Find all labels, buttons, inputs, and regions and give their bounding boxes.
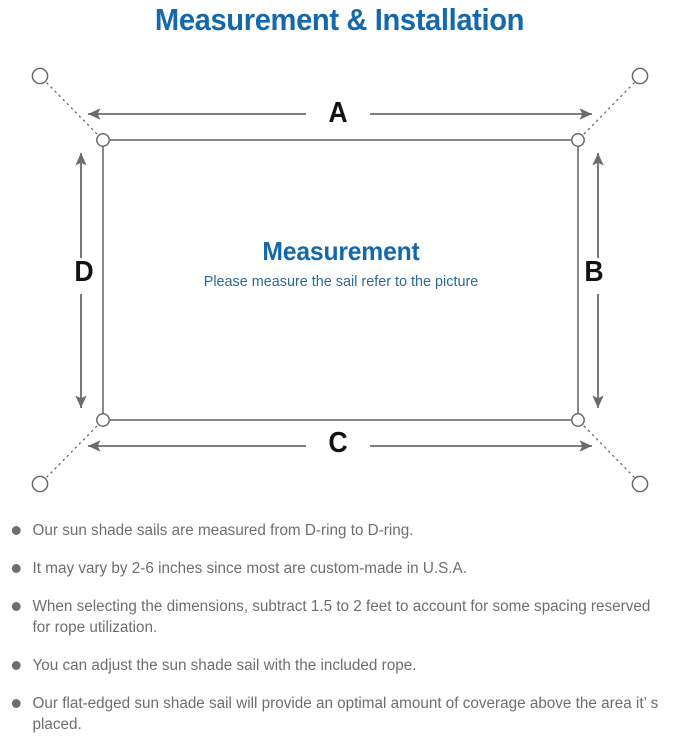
anchor-point-bottom-right <box>631 475 649 493</box>
note-item: Our sun shade sails are measured from D-… <box>0 520 669 541</box>
anchor-point-top-left <box>31 67 49 85</box>
note-item: It may vary by 2-6 inches since most are… <box>0 558 669 579</box>
anchor-point-bottom-left <box>31 475 49 493</box>
center-subtitle: Please measure the sail refer to the pic… <box>203 273 479 290</box>
dimension-label-b: B <box>584 256 604 288</box>
note-text: Our flat-edged sun shade sail will provi… <box>32 695 659 733</box>
page-title: Measurement & Installation <box>154 2 525 37</box>
bullet-icon <box>11 526 21 535</box>
dimension-label-a: A <box>328 97 348 129</box>
dimension-label-d: D <box>74 256 94 288</box>
measurement-diagram: A B C D Measurement Please measure the s… <box>0 46 679 516</box>
rope-line-bottom-left <box>45 425 98 479</box>
d-ring-top-left <box>96 133 110 147</box>
d-ring-bottom-left <box>96 413 110 427</box>
bullet-icon <box>11 661 21 670</box>
notes-list: Our sun shade sails are measured from D-… <box>0 520 679 735</box>
note-item: When selecting the dimensions, subtract … <box>0 596 669 638</box>
d-ring-bottom-right <box>571 413 585 427</box>
rope-line-bottom-right <box>583 425 636 479</box>
dimension-label-c: C <box>328 427 348 459</box>
bullet-icon <box>11 602 21 611</box>
anchor-point-top-right <box>631 67 649 85</box>
bullet-icon <box>11 699 21 708</box>
note-text: Our sun shade sails are measured from D-… <box>32 522 414 539</box>
center-title: Measurement <box>262 236 420 266</box>
diagram-svg <box>31 67 649 493</box>
note-item: Our flat-edged sun shade sail will provi… <box>0 693 669 735</box>
rope-line-top-left <box>45 81 98 135</box>
note-item: You can adjust the sun shade sail with t… <box>0 655 669 676</box>
bullet-icon <box>11 564 21 573</box>
sail-rectangle <box>102 139 579 421</box>
note-text: It may vary by 2-6 inches since most are… <box>32 560 467 577</box>
note-text: When selecting the dimensions, subtract … <box>32 598 651 636</box>
diagram-center-caption: Measurement Please measure the sail refe… <box>104 236 578 291</box>
note-text: You can adjust the sun shade sail with t… <box>32 657 417 674</box>
d-ring-top-right <box>571 133 585 147</box>
rope-line-top-right <box>583 81 636 135</box>
